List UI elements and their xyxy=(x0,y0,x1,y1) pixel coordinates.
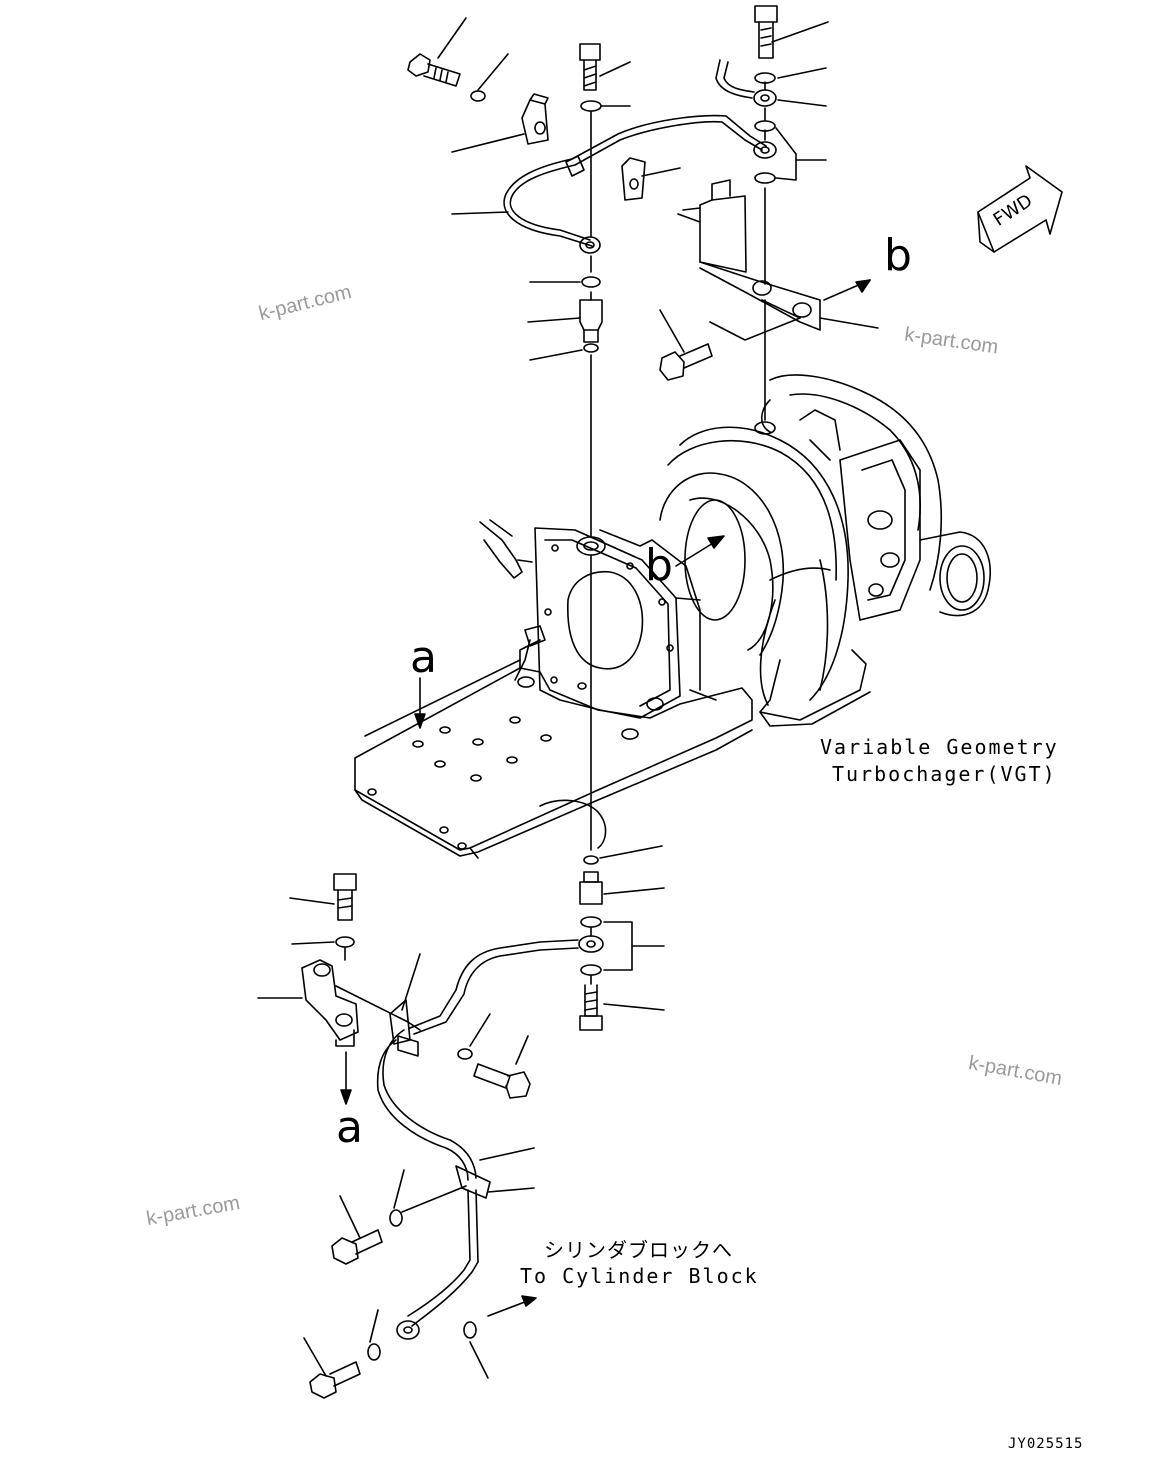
bolt-lower-2 xyxy=(331,1229,383,1265)
clip-upper-right xyxy=(621,157,646,201)
washer-lower-4 xyxy=(463,1321,477,1339)
washer-top-right-3 xyxy=(754,172,776,184)
washer-adapter-top xyxy=(581,276,601,288)
washer-bottom-2 xyxy=(580,964,602,976)
clip-top xyxy=(521,93,549,145)
banjo-bottom xyxy=(578,935,604,953)
o-ring-top xyxy=(583,343,599,353)
washer-top-left xyxy=(470,90,486,102)
washer-lower-mid xyxy=(457,1048,473,1060)
bolt-top-right xyxy=(754,5,778,59)
washer-top-right-2 xyxy=(754,120,776,132)
bolt-bottom-center xyxy=(579,984,603,1031)
banjo-pipe-top-right xyxy=(715,59,777,107)
clip-lower xyxy=(389,999,411,1045)
bolt-top-left xyxy=(407,53,461,87)
oil-tube-lower xyxy=(409,939,579,1029)
to-cylinder-block-en: To Cylinder Block xyxy=(520,1264,759,1288)
bolt-lower-mid xyxy=(473,1063,531,1099)
o-ring-bottom xyxy=(583,855,599,865)
washer-center-top xyxy=(580,100,602,112)
washer-top-right-1 xyxy=(754,72,776,84)
mark-b-center: b xyxy=(645,540,673,591)
mounting-bracket xyxy=(354,527,753,859)
mark-a-bottom: a xyxy=(336,1102,363,1153)
bracket-lower xyxy=(301,959,359,1047)
drawing-code: JY025515 xyxy=(1008,1436,1084,1452)
oil-tube-upper xyxy=(509,120,763,241)
mark-b-right: b xyxy=(884,230,912,281)
turbocharger-body xyxy=(479,374,991,727)
washer-lower-3 xyxy=(367,1343,381,1361)
to-cylinder-block-jp: シリンダブロックへ xyxy=(544,1238,733,1262)
washer-bottom-1 xyxy=(580,916,602,928)
vgt-label-line1: Variable Geometry xyxy=(820,735,1059,759)
fwd-arrow xyxy=(977,165,1063,253)
banjo-top-right-lower xyxy=(753,141,777,159)
bolt-lower-3 xyxy=(309,1361,361,1399)
adapter-bottom xyxy=(579,871,603,905)
mark-a-top: a xyxy=(410,632,437,683)
washer-lower-left xyxy=(335,936,355,948)
adapter-top xyxy=(579,299,603,343)
vgt-label-line2: Turbochager(VGT) xyxy=(832,762,1057,786)
bolt-bracket xyxy=(659,343,713,381)
bracket-upper xyxy=(677,179,821,331)
bolt-center-top xyxy=(579,43,601,91)
washer-lower-2 xyxy=(389,1209,403,1227)
banjo-bottom-left xyxy=(396,1320,420,1340)
bolt-lower-left-vertical xyxy=(333,873,357,921)
